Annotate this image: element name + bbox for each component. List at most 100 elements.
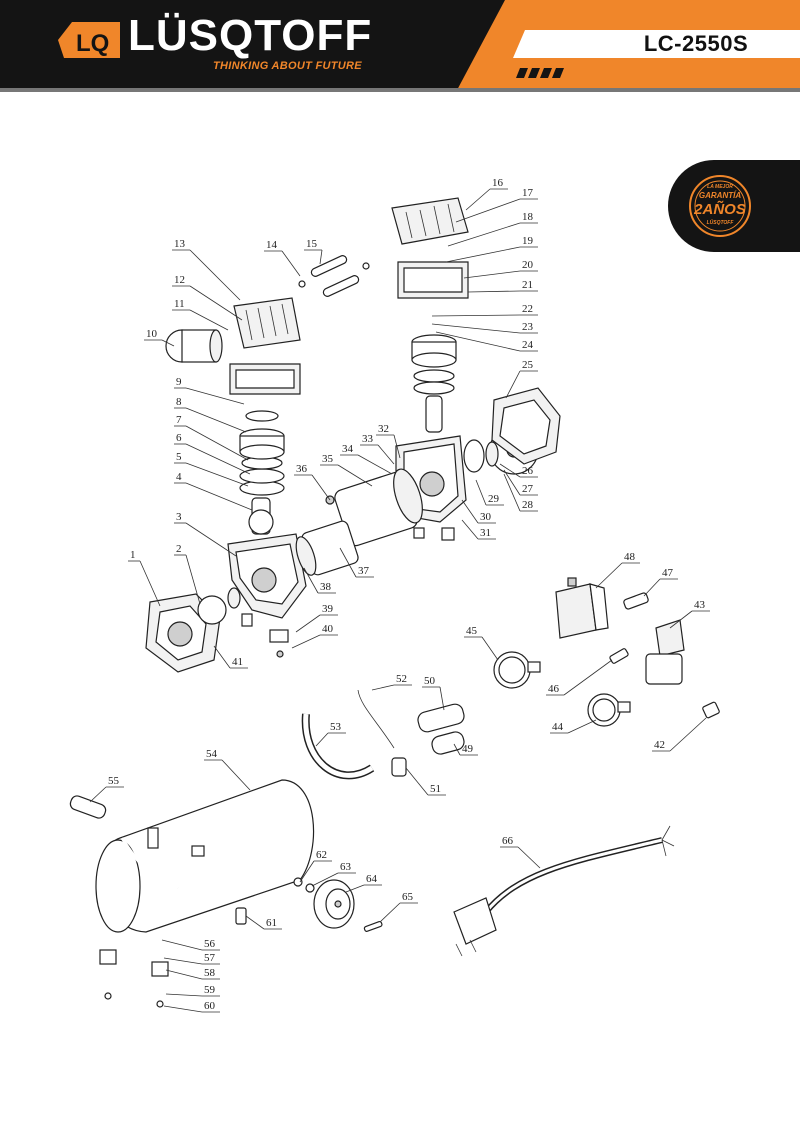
leader-line-59	[165, 993, 203, 997]
leader-line-63	[311, 872, 339, 887]
part-number-19: 19	[522, 235, 534, 247]
part-number-6: 6	[176, 432, 182, 444]
leader-line-34	[357, 454, 393, 475]
part-label-13: 13	[172, 238, 241, 301]
part-label-50: 50	[422, 675, 445, 711]
part-label-15: 15	[304, 238, 323, 265]
part-label-32: 32	[376, 423, 401, 459]
part-label-49: 49	[453, 743, 478, 756]
leader-line-53	[315, 732, 329, 747]
part-label-64: 64	[345, 873, 382, 893]
part-number-29: 29	[488, 493, 500, 505]
leader-line-43	[669, 610, 693, 629]
part-label-40: 40	[291, 623, 338, 649]
leader-line-55	[89, 786, 107, 803]
part-label-47: 47	[643, 567, 678, 597]
part-number-55: 55	[108, 775, 120, 787]
leader-line-8	[185, 407, 247, 433]
part-wheel-64	[313, 879, 355, 929]
svg-text:LQ: LQ	[76, 30, 109, 57]
part-crankcase-left	[227, 533, 307, 619]
leader-line-66	[517, 846, 541, 869]
part-label-26: 26	[499, 463, 538, 478]
part-fan-left	[197, 587, 241, 625]
part-label-44: 44	[550, 719, 597, 734]
leader-line-15	[319, 249, 323, 265]
leader-line-58	[165, 969, 203, 980]
part-valve-51	[391, 757, 407, 777]
leader-line-51	[405, 767, 429, 796]
part-label-6: 6	[174, 432, 251, 475]
part-label-66: 66	[500, 835, 541, 869]
part-number-23: 23	[522, 321, 534, 333]
part-label-65: 65	[379, 891, 418, 923]
part-number-41: 41	[232, 656, 243, 668]
part-label-43: 43	[669, 599, 710, 629]
part-number-37: 37	[358, 565, 370, 577]
part-fitting-46	[609, 648, 629, 664]
leader-line-12	[189, 285, 243, 321]
part-label-36: 36	[294, 463, 331, 501]
leader-line-16	[465, 188, 491, 211]
part-number-7: 7	[176, 414, 182, 426]
part-number-65: 65	[402, 891, 414, 903]
leader-line-49	[453, 743, 461, 756]
leader-line-62	[299, 860, 315, 883]
part-power-cord-66	[453, 825, 675, 957]
part-label-31: 31	[461, 519, 496, 540]
part-valve-plate-right	[397, 261, 469, 299]
brand-tagline: THINKING ABOUT FUTURE	[213, 60, 362, 72]
badge-line3: 2AÑOS	[694, 201, 746, 218]
part-label-29: 29	[475, 479, 504, 506]
part-number-14: 14	[266, 239, 278, 251]
part-number-12: 12	[174, 274, 185, 286]
leader-line-28	[503, 473, 521, 512]
part-tube-52	[357, 689, 395, 749]
part-handle-55	[69, 795, 107, 819]
part-number-44: 44	[552, 721, 564, 733]
header-background: LQ	[0, 0, 800, 92]
part-number-58: 58	[204, 967, 216, 979]
model-number: LC-2550S	[643, 31, 749, 56]
part-feet	[99, 949, 169, 1008]
part-label-42: 42	[652, 717, 707, 752]
leader-line-41	[213, 645, 231, 669]
part-number-32: 32	[378, 423, 389, 435]
part-number-43: 43	[694, 599, 706, 611]
part-number-24: 24	[522, 339, 534, 351]
part-number-35: 35	[322, 453, 334, 465]
part-label-57: 57	[163, 952, 220, 965]
part-label-21: 21	[467, 279, 538, 293]
part-number-62: 62	[316, 849, 327, 861]
part-label-9: 9	[174, 376, 245, 405]
part-number-21: 21	[522, 279, 533, 291]
part-air-filter	[165, 329, 223, 363]
leader-line-13	[189, 249, 241, 301]
part-label-28: 28	[503, 473, 538, 512]
part-label-4: 4	[174, 471, 253, 511]
leader-line-2	[185, 554, 201, 605]
leader-line-46	[563, 659, 613, 696]
part-label-46: 46	[546, 659, 613, 696]
part-label-55: 55	[89, 775, 124, 803]
part-label-62: 62	[299, 849, 332, 883]
part-number-46: 46	[548, 683, 560, 695]
part-number-8: 8	[176, 396, 182, 408]
part-gauge-44	[587, 693, 631, 727]
part-label-63: 63	[311, 861, 356, 887]
part-label-24: 24	[435, 331, 538, 352]
leader-line-36	[311, 474, 331, 501]
part-number-11: 11	[174, 298, 185, 310]
part-number-38: 38	[320, 581, 332, 593]
part-drain-61	[235, 907, 247, 925]
part-label-34: 34	[340, 443, 393, 475]
part-number-2: 2	[176, 543, 182, 555]
leader-line-61	[245, 915, 265, 930]
part-motor	[295, 468, 423, 576]
part-piston-left	[239, 456, 285, 496]
part-label-22: 22	[431, 303, 538, 317]
leader-line-45	[481, 636, 499, 661]
part-mounts	[241, 495, 455, 658]
part-tank	[95, 779, 315, 933]
part-label-8: 8	[174, 396, 247, 433]
